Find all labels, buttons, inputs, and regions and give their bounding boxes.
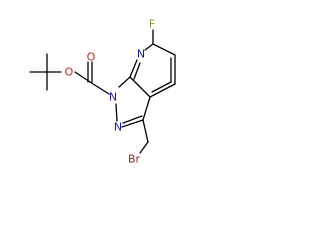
tert-butyl-group xyxy=(29,53,62,91)
bond-n1-n2 xyxy=(115,103,118,122)
bond-c4-c3a-a xyxy=(149,83,176,98)
ester-oxygen-label: O xyxy=(65,66,74,79)
carbamate-group xyxy=(74,61,110,95)
bond-c7a-c3a xyxy=(129,76,151,98)
bond-carbonyl-n1 xyxy=(89,81,110,95)
n2-nitrogen-label: N xyxy=(114,121,122,134)
carbonyl-oxygen-label: O xyxy=(87,51,96,64)
n1-nitrogen-label: N xyxy=(109,91,117,104)
fluorine-label: F xyxy=(149,18,155,31)
bond-c7a-n7-b xyxy=(133,62,141,80)
bond-c3-ch2 xyxy=(142,119,149,143)
pyridine-ring xyxy=(129,43,176,98)
bond-c6-c5 xyxy=(152,43,176,56)
bond-n2-c3-b xyxy=(122,115,143,124)
bromine-label: Br xyxy=(128,153,141,166)
pyrazole-ring xyxy=(115,76,151,128)
molecule-structure: F N N N O O Br xyxy=(29,18,176,166)
bond-c3-c3a xyxy=(142,96,151,121)
bond-c7a-n7-a xyxy=(129,59,138,78)
bond-n1-c7a xyxy=(118,76,131,88)
bond-n7-c6 xyxy=(144,43,154,51)
bromomethyl-group xyxy=(139,119,149,154)
bond-ch2-br xyxy=(139,141,149,154)
pyridine-nitrogen-label: N xyxy=(137,48,145,61)
bond-n2-c3-a xyxy=(121,119,144,128)
bond-c4-c3a-b xyxy=(151,81,172,93)
